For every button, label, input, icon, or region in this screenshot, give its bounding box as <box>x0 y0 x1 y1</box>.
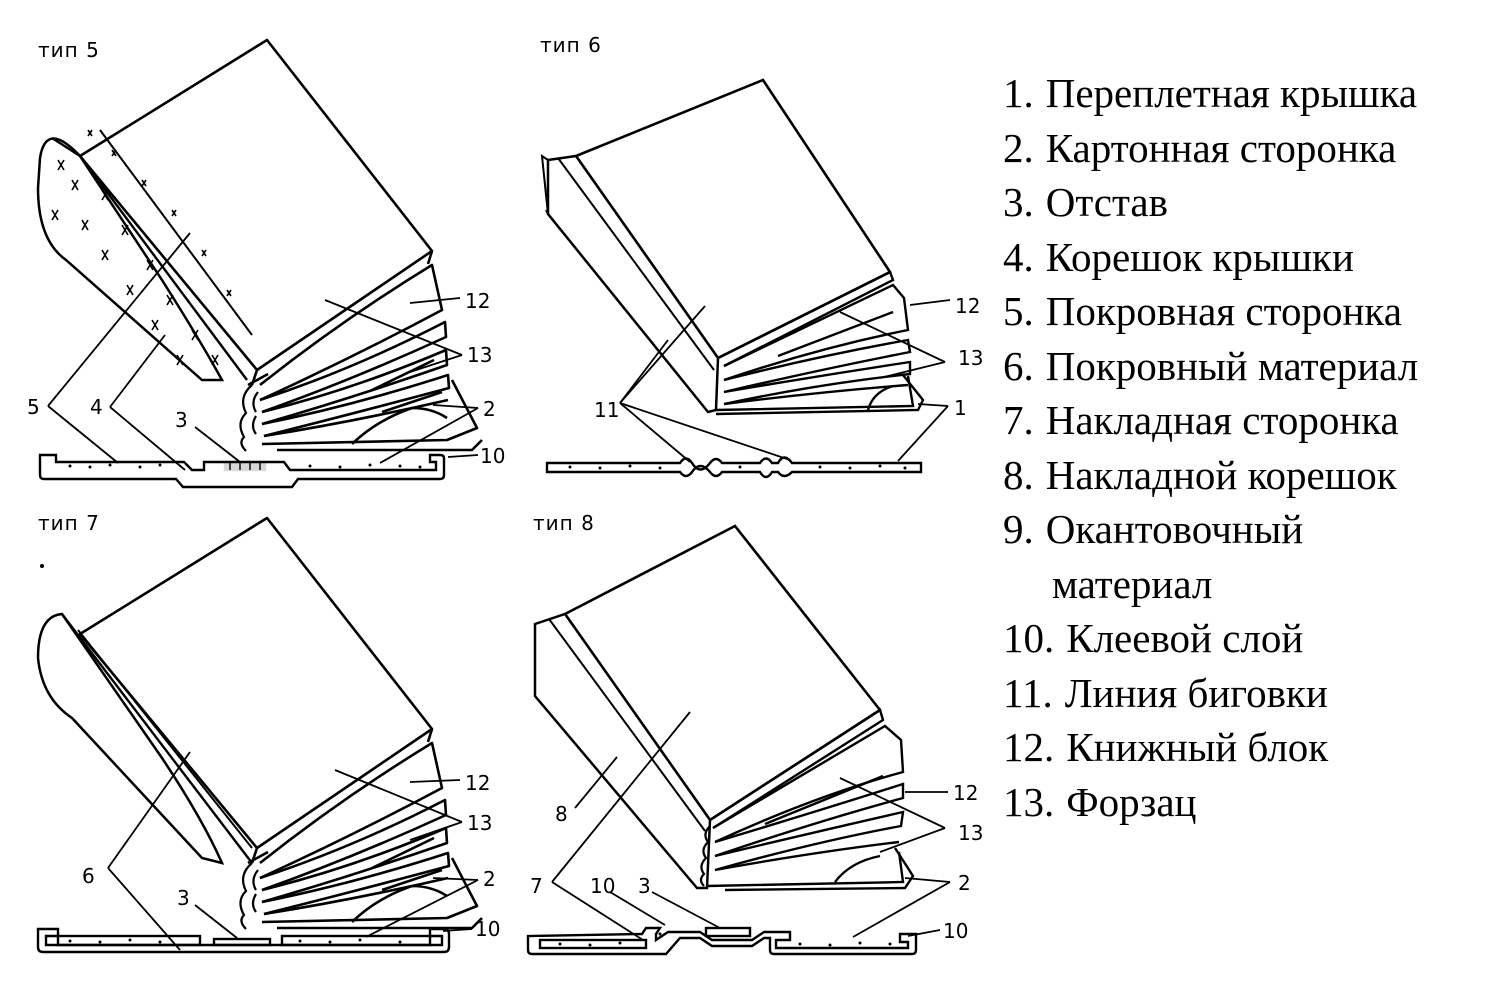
legend-item: 12.Книжный блок <box>1003 720 1498 775</box>
legend-number: 2. <box>1003 124 1034 171</box>
label-3: 3 <box>177 886 190 910</box>
legend-text: Переплетная крышка <box>1045 70 1418 116</box>
legend-text: Покровный материал <box>1045 342 1419 389</box>
legend-text: Отстав <box>1045 179 1168 225</box>
legend-text: Форзац <box>1066 778 1197 825</box>
label-5: 5 <box>27 395 40 419</box>
label-12: 12 <box>465 289 490 313</box>
label-12: 12 <box>465 771 490 795</box>
legend-number: 5. <box>1003 288 1034 334</box>
legend-number: 11. <box>1003 669 1053 716</box>
panel-title: тип 7 <box>38 511 100 535</box>
legend-text: Накладной корешок <box>1045 451 1397 498</box>
panel-type6: тип 6 <box>540 33 983 479</box>
label-4: 4 <box>90 395 103 419</box>
panel-type8: тип 8 <box>526 511 983 956</box>
label-13: 13 <box>467 811 492 835</box>
legend-item-continuation: материал <box>1003 557 1498 612</box>
legend-number: 9. <box>1003 506 1034 552</box>
legend-item: 9.Окантовочный <box>1003 502 1498 557</box>
label-12: 12 <box>953 781 978 805</box>
legend-item: 5.Покровная сторонка <box>1003 284 1498 339</box>
legend-text: Накладная сторонка <box>1045 397 1399 443</box>
legend-number: 6. <box>1003 342 1034 389</box>
legend-text: Клеевой слой <box>1066 615 1304 661</box>
legend-number: 7. <box>1003 397 1034 443</box>
legend-item: 7.Накладная сторонка <box>1003 393 1498 448</box>
label-3: 3 <box>175 408 188 432</box>
cross-section <box>526 926 918 956</box>
legend-item: 3.Отстав <box>1003 175 1498 230</box>
label-13: 13 <box>958 346 983 370</box>
label-13: 13 <box>467 343 492 367</box>
legend-number: 12. <box>1003 724 1055 770</box>
panel-type5: тип 5 <box>27 38 505 489</box>
legend-number: 10. <box>1003 615 1055 661</box>
panel-title: тип 5 <box>38 38 100 62</box>
label-2: 2 <box>483 867 496 891</box>
legend-item: 11.Линия биговки <box>1003 666 1498 721</box>
legend: 1.Переплетная крышка 2.Картонная сторонк… <box>1003 66 1498 829</box>
cross-section <box>545 456 923 479</box>
label-10: 10 <box>480 444 505 468</box>
book-illustration <box>36 516 484 931</box>
panel-title: тип 8 <box>533 511 595 535</box>
legend-item: 6.Покровный материал <box>1003 339 1498 394</box>
cross-section <box>36 927 451 954</box>
book-illustration <box>36 38 484 453</box>
legend-item: 8.Накладной корешок <box>1003 448 1498 503</box>
legend-text: Корешок крышки <box>1045 233 1354 280</box>
legend-item: 10.Клеевой слой <box>1003 611 1498 666</box>
label-7: 7 <box>530 874 543 898</box>
legend-item: 2.Картонная сторонка <box>1003 121 1498 176</box>
label-1: 1 <box>954 396 967 420</box>
label-11: 11 <box>594 398 619 422</box>
label-2: 2 <box>958 871 971 895</box>
legend-text: Окантовочный <box>1045 506 1304 552</box>
legend-text: Покровная сторонка <box>1045 288 1402 334</box>
label-10: 10 <box>590 874 615 898</box>
legend-text: Книжный блок <box>1066 724 1329 770</box>
label-2: 2 <box>483 397 496 421</box>
label-13: 13 <box>958 821 983 845</box>
legend-text: Линия биговки <box>1064 669 1328 716</box>
legend-number: 3. <box>1003 179 1034 225</box>
legend-text: Картонная сторонка <box>1045 124 1397 171</box>
panel-type7: тип 7 <box>36 511 500 954</box>
label-12: 12 <box>955 294 980 318</box>
cross-section <box>38 453 446 489</box>
book-illustration <box>540 78 925 416</box>
label-10: 10 <box>943 919 968 943</box>
label-3: 3 <box>638 874 651 898</box>
label-10: 10 <box>475 917 500 941</box>
label-6: 6 <box>82 864 95 888</box>
legend-item: 4.Корешок крышки <box>1003 230 1498 285</box>
label-8: 8 <box>555 802 568 826</box>
legend-item: 1.Переплетная крышка <box>1003 66 1498 121</box>
panel-title: тип 6 <box>540 33 602 57</box>
legend-number: 13. <box>1003 778 1055 825</box>
book-illustration <box>533 524 915 892</box>
legend-number: 4. <box>1003 233 1034 280</box>
legend-number: 1. <box>1003 70 1034 116</box>
legend-number: 8. <box>1003 451 1034 498</box>
legend-item: 13.Форзац <box>1003 775 1498 830</box>
legend-text: материал <box>1052 560 1213 607</box>
